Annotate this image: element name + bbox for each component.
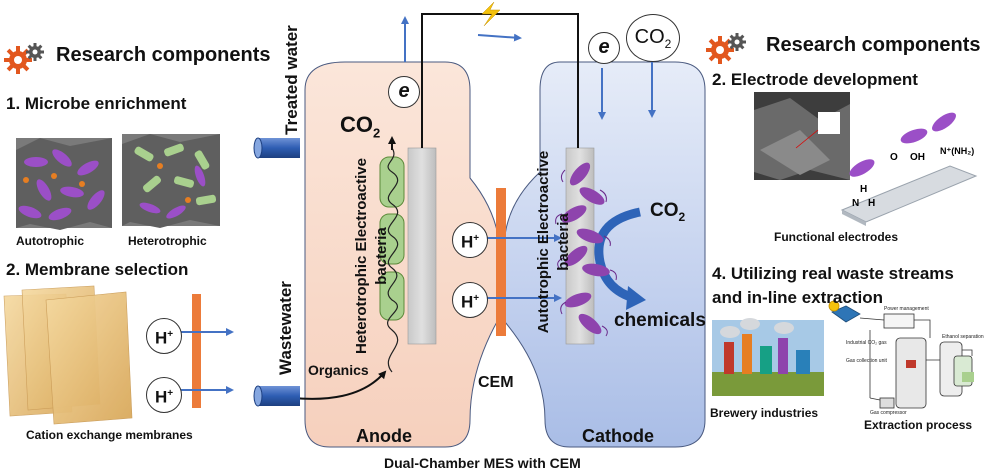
- process-power-label: Power management: [884, 306, 929, 312]
- electron-badge: e: [388, 76, 420, 108]
- treated-water-pipe: [258, 138, 300, 158]
- chemicals-label: chemicals: [614, 310, 706, 331]
- co2-text: CO: [650, 200, 679, 221]
- functional-electrode-image: H N H O OH N⁺(NH₂): [840, 112, 978, 226]
- wastewater-label: Wastewater: [276, 281, 295, 375]
- autotrophic-image: [16, 138, 112, 230]
- auto-bacteria-cluster: [555, 162, 617, 337]
- svg-text:OH: OH: [910, 152, 925, 163]
- left-heading: Research components: [56, 44, 271, 66]
- hetero-bacteria-label: Heterotrophic Electroactive bacteria: [352, 146, 392, 366]
- cation-membranes-label: Cation exchange membranes: [26, 428, 193, 442]
- step1-title: 1. Microbe enrichment: [6, 94, 187, 113]
- step4-title-line2: and in-line extraction: [712, 288, 883, 307]
- proton-symbol: H: [154, 328, 168, 348]
- external-circuit: [421, 13, 579, 148]
- proton-symbol: H: [154, 387, 168, 407]
- diagram-caption: Dual-Chamber MES with CEM: [384, 455, 581, 471]
- autotrophic-label: Autotrophic: [16, 234, 84, 248]
- hetero-bacterium: [379, 213, 405, 265]
- anode-electrode: [407, 147, 437, 345]
- membrane-sheets: [3, 285, 133, 425]
- co2-conversion-arrow: [594, 207, 642, 303]
- gear-icon: [706, 33, 746, 64]
- co2-subscript: 2: [664, 37, 672, 51]
- brewery-image: [712, 318, 824, 396]
- cathode-chamber: [504, 61, 706, 448]
- cathode-label: Cathode: [582, 426, 654, 446]
- auto-label-line1: Autotrophic Electroactive: [535, 150, 552, 334]
- auto-bacteria-label: Autotrophic Electroactive bacteria: [534, 142, 574, 342]
- proton-charge: +: [167, 388, 174, 399]
- functional-electrodes-label: Functional electrodes: [774, 230, 899, 244]
- wastewater-pipe: [258, 386, 300, 406]
- svg-text:H: H: [868, 198, 875, 209]
- electron-badge: e: [588, 32, 620, 64]
- extraction-label: Extraction process: [864, 418, 973, 432]
- proton-badge: H+: [146, 377, 182, 413]
- co2-subscript: 2: [678, 209, 686, 224]
- gear-icon: [4, 43, 44, 74]
- proton-charge: +: [167, 329, 174, 340]
- cem-membrane: [496, 188, 506, 336]
- process-compressor-label: Gas compressor: [870, 410, 907, 416]
- auto-label-line2: bacteria: [555, 213, 572, 271]
- process-gas-collection-label: Gas collection unit: [846, 358, 887, 364]
- hetero-label-line2: bacteria: [373, 227, 390, 285]
- hetero-label-line1: Heterotrophic Electroactive: [353, 158, 370, 354]
- hetero-bacterium: [379, 271, 405, 321]
- co2-subscript: 2: [373, 125, 381, 141]
- co2-text: CO: [340, 112, 373, 137]
- organics-label: Organics: [308, 362, 369, 378]
- svg-text:N: N: [852, 198, 859, 209]
- anode-co2-label: CO2: [340, 112, 380, 140]
- process-industrial-label: Industrial CO₂ gas: [846, 340, 887, 346]
- heterotrophic-image: [122, 134, 220, 228]
- proton-symbol: H: [460, 232, 474, 252]
- membrane-selection-cem: [192, 294, 201, 408]
- svg-text:O: O: [890, 152, 898, 163]
- proton-charge: +: [473, 293, 480, 304]
- cem-label: CEM: [478, 374, 514, 391]
- proton-badge: H+: [452, 222, 488, 258]
- anode-label: Anode: [356, 426, 412, 446]
- proton-badge: H+: [452, 282, 488, 318]
- extraction-process-image: [828, 300, 974, 409]
- step4-title-line1: 4. Utilizing real waste streams: [712, 264, 954, 283]
- proton-charge: +: [473, 233, 480, 244]
- proton-badge: H+: [146, 318, 182, 354]
- step2-title: 2. Membrane selection: [6, 260, 189, 279]
- proton-symbol: H: [460, 292, 474, 312]
- electron-flow-arrow: [477, 33, 522, 42]
- co2-text: CO: [634, 26, 665, 48]
- electrode-sem-image: [754, 92, 850, 180]
- lightning-icon: [481, 1, 501, 27]
- treated-water-label: Treated water: [282, 25, 301, 135]
- right-heading: Research components: [766, 34, 981, 56]
- hetero-bacterium: [379, 156, 405, 208]
- cathode-co2-label: CO2: [650, 200, 685, 224]
- brewery-label: Brewery industries: [710, 406, 819, 420]
- heterotrophic-label: Heterotrophic: [128, 234, 207, 248]
- bacteria-pili: [387, 147, 399, 373]
- svg-text:H: H: [860, 184, 867, 195]
- process-ethanol-label: Ethanol separation: [942, 334, 984, 340]
- electrode-step-title: 2. Electrode development: [712, 70, 918, 89]
- svg-text:N⁺(NH₂): N⁺(NH₂): [940, 146, 974, 156]
- co2-badge: CO2: [626, 14, 680, 62]
